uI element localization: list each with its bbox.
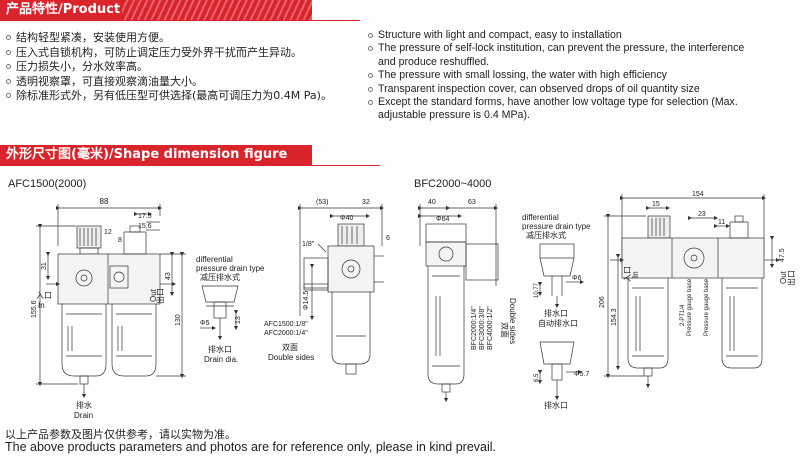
mid-dim-14-5: Φ14.5	[303, 291, 310, 310]
features-cn-list: 结构轻型紧凑，安装使用方便。 压入式自锁机构，可防止调定压力受外界干扰而产生异动…	[6, 31, 366, 104]
footer-note-cn: 以上产品参数及图片仅供参考，请以实物为准。	[5, 428, 236, 441]
afc-dim-17-5: 17.5	[138, 213, 152, 220]
dimension-drawings: 88 17.5 15.6 12 8 31 155.6 43 130 入口 In …	[31, 191, 796, 420]
afc-dim-12: 12	[104, 229, 112, 236]
bfc-auto-cn2: 自动排水口	[538, 318, 578, 328]
differential-drain-drawing	[200, 285, 239, 341]
mid-dim-32: 32	[362, 199, 370, 206]
diff-dim-5: Φ5	[200, 320, 210, 327]
footer-note-en: The above products parameters and photos…	[5, 440, 497, 454]
bfc-dim-6: Φ6	[572, 275, 582, 282]
bfc-drain-cn: 排水口	[544, 400, 568, 410]
afc-drain-cn: 排水	[76, 400, 92, 410]
frl-unit-drawing	[604, 194, 781, 389]
afc-inlet-en: In	[38, 301, 45, 310]
mid-dim-6: 6	[386, 235, 390, 242]
frl-dim-11: 11	[718, 219, 725, 226]
frl-dim-154: 154	[692, 191, 704, 198]
feature-en-item: The pressure of self-lock institution, c…	[368, 42, 750, 69]
diff-port-en: Drain dia.	[204, 355, 238, 364]
bfc-diff-label-cn: 减压排水式	[526, 230, 566, 240]
frl-dim-23: 23	[698, 211, 706, 218]
mid-afc2000: AFC2000:1/4"	[264, 330, 308, 337]
mid-dim-40: Φ40	[340, 215, 353, 222]
afc-unit-drawing	[36, 204, 186, 399]
bfc-diff-label-2: pressure drain type	[522, 222, 591, 231]
afc-side-drawing	[297, 204, 385, 375]
bfc-auto-cn: 排水口	[544, 308, 568, 318]
feature-en-item: Transparent inspection cover, can observ…	[368, 83, 750, 96]
diff-drain-label-1: differential	[196, 255, 233, 264]
frl-outlet-en: Out	[779, 270, 788, 284]
feature-cn-item: 压入式自锁机构，可防止调定压力受外界干扰而产生异动。	[6, 46, 366, 61]
afc-dim-8: 8	[118, 237, 122, 244]
frl-dim-206: 206	[599, 296, 606, 308]
bfc-unit-drawing	[417, 204, 499, 403]
frl-dim-47-5: 47.5	[779, 248, 786, 262]
frl-inlet-en: In	[631, 271, 640, 278]
diff-drain-label-cn: 减压排水式	[200, 272, 240, 282]
frl-gauge-1: 2-PT1/4	[680, 304, 686, 326]
bfc-dim-6-5: 6.5	[534, 373, 540, 382]
feature-en-item: The pressure with small lossing, the wat…	[368, 69, 750, 82]
bfc-differential-drain-drawing	[537, 243, 585, 401]
bfc-port-2000: BFC2000:1/4"	[471, 306, 478, 350]
bfc-double-en: Double sides	[508, 298, 517, 344]
afc-dim-43: 43	[165, 272, 172, 280]
bfc-port-4000: BFC4000:1/2"	[487, 306, 494, 350]
frl-inlet-cn: 入口	[623, 266, 632, 282]
frl-gauge-2: Pressure gauge base	[687, 278, 693, 336]
diff-port-cn: 排水口	[208, 344, 232, 354]
bfc-dim-64: Φ64	[436, 216, 449, 223]
header-stripe	[122, 0, 312, 20]
frl-dim-154-3: 154.3	[611, 308, 618, 326]
feature-cn-item: 除标准形式外，另有低压型可供选择(最高可调压力为0.4M Pa)。	[6, 89, 366, 104]
bfc-dim-63: 63	[468, 199, 476, 206]
afc-dim-31: 31	[41, 262, 48, 270]
mid-double-en: Double sides	[268, 353, 314, 362]
bfc-dim-10-77: 10.77	[534, 282, 540, 298]
header-underline	[0, 165, 380, 166]
diff-drain-label-2: pressure drain type	[196, 264, 265, 273]
afc-outlet-cn: 出口	[155, 288, 165, 304]
feature-en-item: Structure with light and compact, easy t…	[368, 29, 750, 42]
features-en-list: Structure with light and compact, easy t…	[368, 29, 750, 123]
mid-dim-1-8: 1/8"	[302, 241, 315, 248]
mid-double-cn: 双面	[282, 343, 298, 352]
diff-dim-13: 13	[235, 316, 242, 324]
afc-dim-130: 130	[175, 314, 182, 326]
afc-figure-title: AFC1500(2000)	[8, 178, 87, 190]
shape-dimension-header: 外形尺寸图(毫米)/Shape dimension figure (mm)	[0, 145, 312, 182]
bfc-double-cn: 双面	[500, 322, 509, 338]
afc-outlet-en: Out	[149, 288, 158, 302]
mid-dim-53: (53)	[316, 199, 328, 206]
frl-gauge-3: Pressure gauge base	[704, 278, 710, 336]
feature-en-item: Except the standard forms, have another …	[368, 96, 750, 123]
afc-drain-en: Drain	[74, 411, 93, 420]
mid-afc1500: AFC1500:1/8"	[264, 321, 308, 328]
afc-inlet-cn: 入口	[36, 291, 52, 300]
header-underline	[0, 20, 360, 21]
afc-dim-15-6: 15.6	[138, 223, 152, 230]
feature-cn-item: 结构轻型紧凑，安装使用方便。	[6, 31, 366, 46]
afc-dim-155-6: 155.6	[31, 300, 38, 318]
bfc-dim-40: 40	[428, 199, 436, 206]
afc-dim-88: 88	[100, 197, 109, 206]
section-title: 外形尺寸图(毫米)/Shape dimension figure (mm)	[6, 147, 288, 182]
bfc-figure-title: BFC2000~4000	[414, 178, 492, 190]
feature-cn-item: 透明视察罩，可直接观察滴油量大小。	[6, 75, 366, 90]
feature-cn-item: 压力损失小，分水效率高。	[6, 60, 366, 75]
bfc-port-3000: BFC3000:3/8"	[479, 306, 486, 350]
bfc-dim-5-7: Φ5.7	[574, 371, 589, 378]
frl-outlet-cn: 出口	[786, 270, 796, 286]
product-characteristics-header: 产品特性/Product characteristics	[0, 0, 312, 20]
frl-dim-15: 15	[652, 201, 660, 208]
bfc-diff-label-1: differential	[522, 213, 559, 222]
